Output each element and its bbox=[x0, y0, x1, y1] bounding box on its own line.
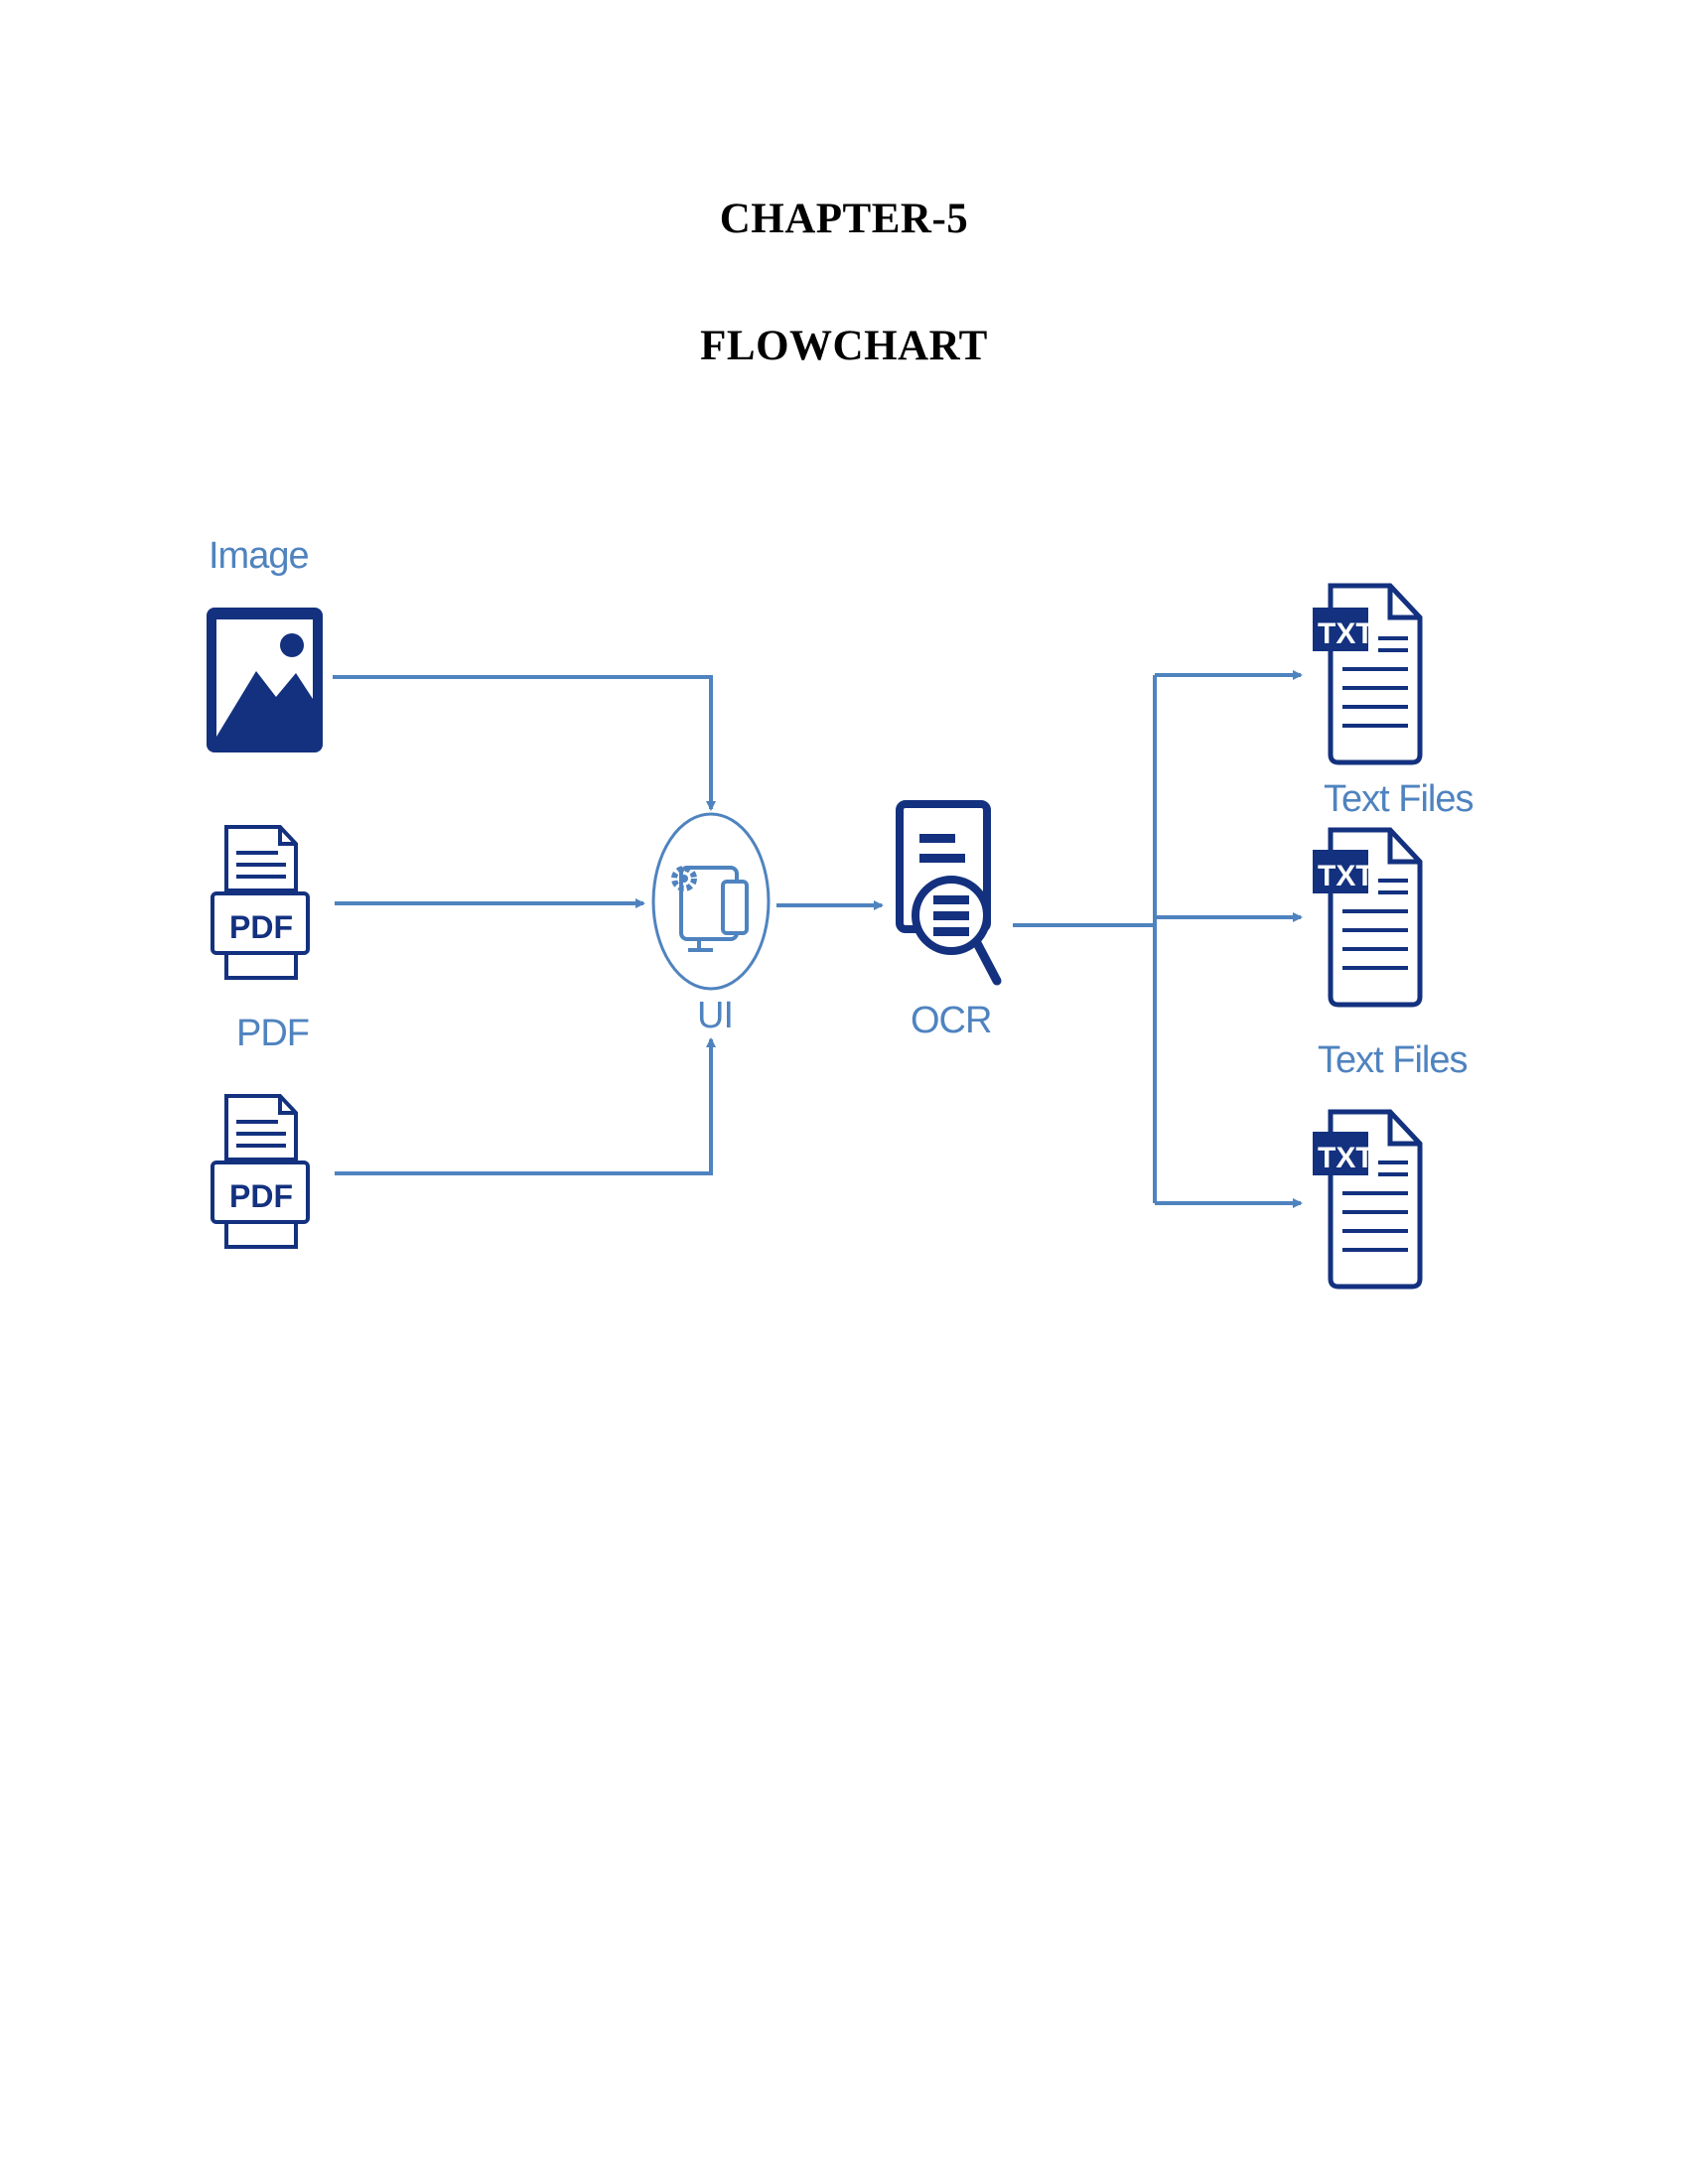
ocr-label: OCR bbox=[911, 1000, 991, 1041]
connector-pdf2-to-ui bbox=[335, 1037, 716, 1175]
text-files-label: Text Files bbox=[1318, 1039, 1467, 1081]
ocr-scan-icon bbox=[896, 800, 1002, 986]
txt-icon-text: TXT bbox=[1318, 617, 1374, 650]
txt-file-icon: TXT bbox=[1313, 827, 1423, 1008]
txt-file-icon: TXT bbox=[1313, 583, 1423, 765]
chapter-title: CHAPTER-5 bbox=[719, 196, 969, 242]
txt-file-icon: TXT bbox=[1313, 1109, 1423, 1290]
ui-label: UI bbox=[697, 995, 733, 1036]
connectors bbox=[333, 670, 1303, 1208]
ui-settings-devices-icon bbox=[651, 812, 771, 991]
txt-icon-text: TXT bbox=[1318, 1142, 1374, 1174]
image-label: Image bbox=[209, 535, 309, 577]
pdf-document-icon: PDF bbox=[211, 1094, 310, 1249]
text-files-label: Text Files bbox=[1324, 778, 1473, 820]
pdf-icon-text: PDF bbox=[229, 1178, 293, 1214]
image-icon bbox=[207, 608, 323, 752]
connector-image-to-ui bbox=[333, 675, 716, 811]
pdf-document-icon: PDF bbox=[211, 825, 310, 980]
pdf-label: PDF bbox=[236, 1013, 309, 1054]
section-title: FLOWCHART bbox=[700, 323, 988, 369]
pdf-icon-text: PDF bbox=[229, 909, 293, 945]
txt-icon-text: TXT bbox=[1318, 860, 1374, 892]
